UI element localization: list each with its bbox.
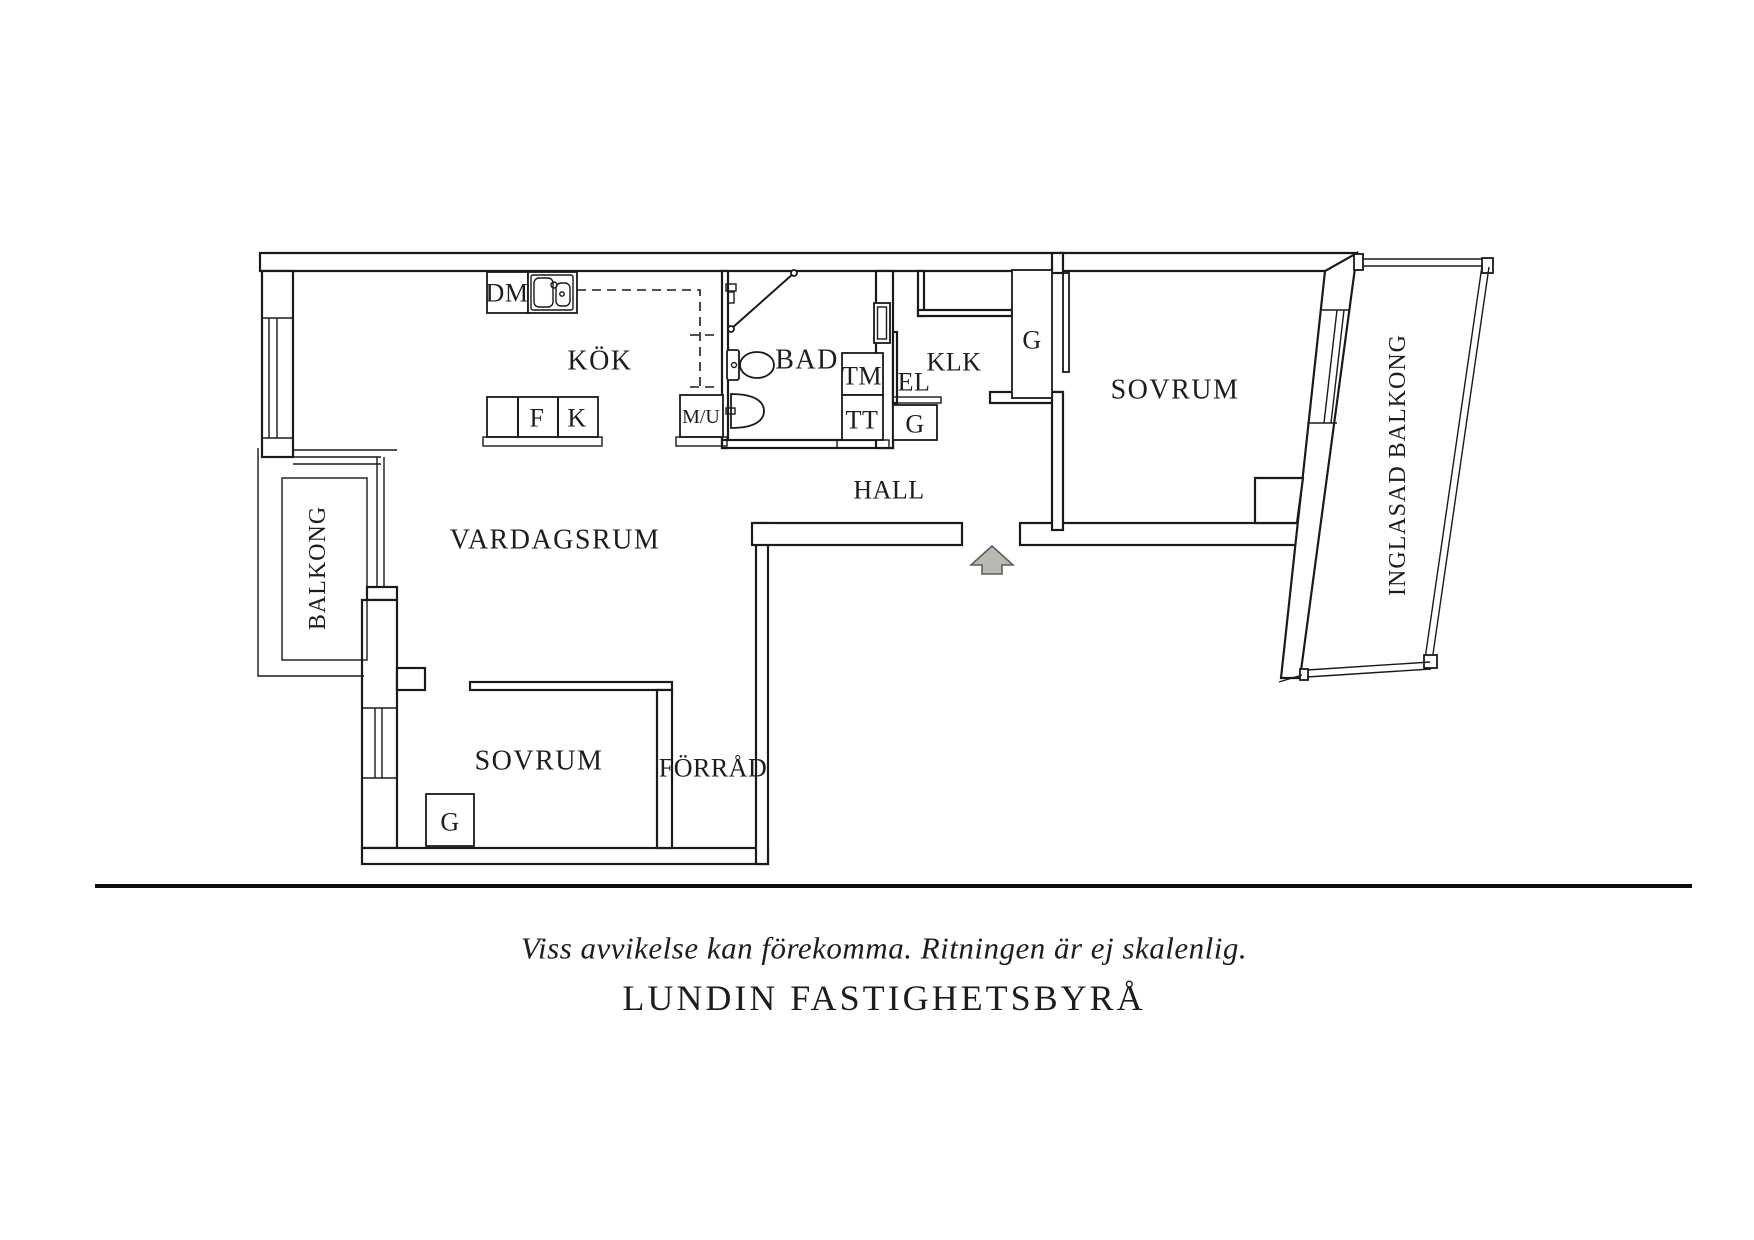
glazed-balcony-label: INGLASAD BALKONG xyxy=(1385,334,1411,596)
wardrobe-bedroom-label: G xyxy=(1022,326,1041,355)
washer-label: TM xyxy=(842,362,882,391)
micro-label: M/U xyxy=(682,406,720,428)
bedroom1-door-leaf xyxy=(1062,272,1070,373)
divider-line xyxy=(95,884,1692,888)
counter-dashed xyxy=(577,289,701,388)
balcony-label: BALKONG xyxy=(305,506,331,630)
kitchen-label: KÖK xyxy=(567,346,632,377)
el-shelf xyxy=(892,396,942,404)
wardrobe-hall-label: G xyxy=(905,410,924,439)
sink-icon xyxy=(530,274,574,311)
shower-screen xyxy=(730,272,795,330)
bathroom: BAD TM TT xyxy=(725,269,890,449)
toilet-icon xyxy=(726,349,775,381)
walls xyxy=(258,250,1359,866)
wall-bedroom2-storage xyxy=(655,688,674,850)
wardrobe-second-bedroom-box xyxy=(425,793,475,847)
wall-east-slanted xyxy=(1279,250,1359,680)
washbasin-icon xyxy=(725,393,765,429)
glazing-cap-bottom-left xyxy=(1299,668,1309,681)
washer-box xyxy=(841,352,884,396)
disclaimer-text: Viss avvikelse kan förekomma. Ritningen … xyxy=(521,931,1247,966)
wardrobe-hall-box xyxy=(892,404,938,441)
wardrobe-bedroom-box xyxy=(1011,269,1053,399)
glazing-cap-bottom-right xyxy=(1423,654,1438,669)
fridge-plinth xyxy=(482,436,603,447)
wall-bath-south xyxy=(720,438,895,450)
dishwasher-label: DM xyxy=(486,279,529,308)
laundry-plinth xyxy=(836,439,890,449)
electrical-label: EL xyxy=(898,368,931,397)
wall-hall-south-left xyxy=(750,521,964,547)
wall-top xyxy=(258,251,1359,273)
wall-bedroom2-north xyxy=(468,680,674,692)
closet-area: EL G KLK G xyxy=(892,269,1053,441)
living-room-label: VARDAGSRUM xyxy=(450,525,661,556)
shower-mixer-icon xyxy=(725,283,737,304)
wall-bedroom2-north-stub xyxy=(395,666,427,692)
wall-bedroom1-west-top xyxy=(1050,251,1065,275)
wardrobe-second-bedroom-label: G xyxy=(440,808,459,837)
hall-label: HALL xyxy=(853,476,924,505)
glazing-cap-top-right xyxy=(1481,257,1494,274)
fridge-label: F xyxy=(530,404,545,433)
entry-arrow-icon xyxy=(968,544,1016,575)
dryer-box xyxy=(841,394,884,441)
balcony-outer-edge xyxy=(257,448,364,677)
bathroom-door-inner xyxy=(876,306,888,340)
dishwasher-cabinet xyxy=(486,271,529,314)
bathroom-label: BAD xyxy=(775,345,839,376)
glazed-balcony: INGLASAD BALKONG xyxy=(1278,253,1494,683)
master-bedroom-label: SOVRUM xyxy=(1111,375,1240,406)
dryer-label: TT xyxy=(846,406,879,435)
wall-bedroom1-west xyxy=(1050,390,1065,532)
bathroom-door xyxy=(873,302,891,344)
brand-text: LUNDIN FASTIGHETSBYRÅ xyxy=(622,978,1145,1018)
micro-plinth xyxy=(675,436,728,447)
glazing-cap-top-left xyxy=(1353,253,1364,271)
wall-klk-north xyxy=(916,308,1014,318)
micro-unit xyxy=(679,394,724,438)
kitchen: DM F K M/U KÖK xyxy=(482,271,728,447)
wall-storage-east xyxy=(754,521,770,866)
fridge-freezer-unit xyxy=(486,396,599,438)
left-balcony: BALKONG xyxy=(257,448,368,677)
second-bedroom-label: SOVRUM xyxy=(475,746,604,777)
klk-label: KLK xyxy=(927,348,982,377)
wall-bottom xyxy=(360,846,770,866)
wall-se-step xyxy=(1253,476,1305,525)
freezer-label: K xyxy=(567,404,586,433)
wall-el-west xyxy=(891,330,899,405)
balcony-slab xyxy=(281,477,368,661)
storage-label: FÖRRÅD xyxy=(659,754,767,783)
wall-balcony-block xyxy=(365,585,399,602)
